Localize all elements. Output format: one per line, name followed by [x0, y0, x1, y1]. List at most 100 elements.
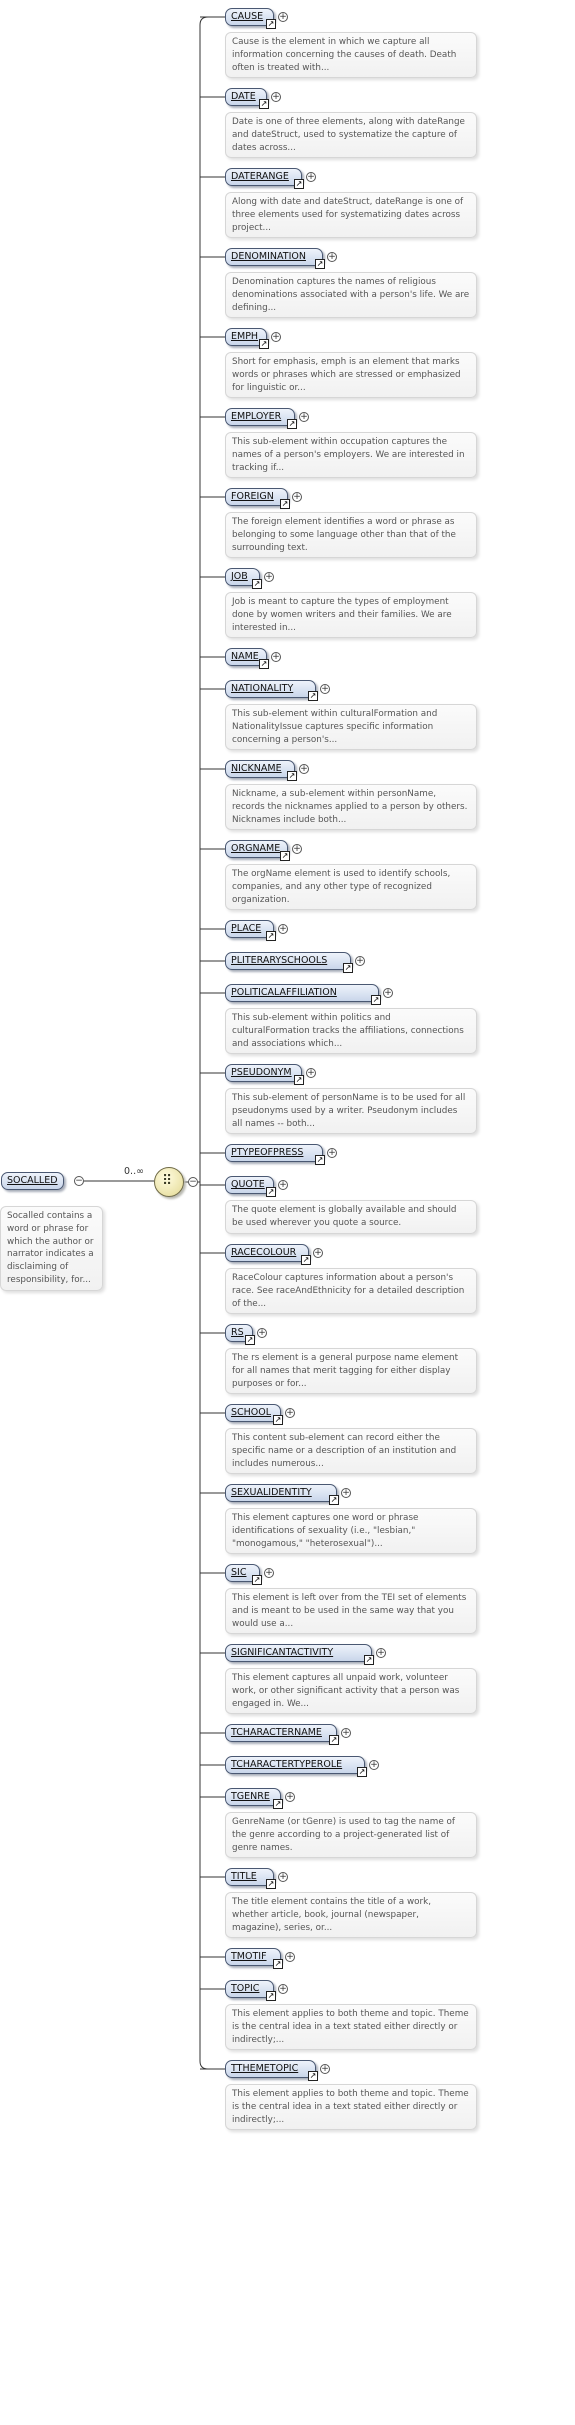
expand-toggle-icon[interactable]: + [299, 764, 309, 774]
expand-toggle-icon[interactable]: + [271, 652, 281, 662]
element-node-tcharactername[interactable]: TCHARACTERNAME↗ [225, 1724, 339, 1745]
expand-toggle-icon[interactable]: + [341, 1488, 351, 1498]
element-node-pliteraryschools[interactable]: PLITERARYSCHOOLS↗ [225, 952, 353, 973]
element-label: SCHOOL [231, 1407, 272, 1418]
element-label: PLACE [231, 923, 262, 934]
element-description: This element applies to both theme and t… [225, 2004, 477, 2051]
element-node-date[interactable]: DATE↗ [225, 88, 269, 109]
element-description: This content sub-element can record eith… [225, 1428, 477, 1475]
element-node-nationality[interactable]: NATIONALITY↗ [225, 680, 318, 701]
element-description: This sub-element within culturalFormatio… [225, 704, 477, 751]
expand-toggle-icon[interactable]: + [320, 684, 330, 694]
element-node-rs[interactable]: RS↗ [225, 1324, 255, 1345]
element-node-racecolour[interactable]: RACECOLOUR↗ [225, 1244, 311, 1265]
expand-toggle-icon[interactable]: + [271, 92, 281, 102]
expand-toggle-icon[interactable]: + [278, 924, 288, 934]
reference-arrow-icon: ↗ [259, 339, 269, 349]
element-node-tgenre[interactable]: TGENRE↗ [225, 1788, 283, 1809]
element-node-tmotif[interactable]: TMOTIF↗ [225, 1948, 283, 1969]
expand-toggle-icon[interactable]: + [355, 956, 365, 966]
element-node-politicalaffiliation[interactable]: POLITICALAFFILIATION↗ [225, 984, 381, 1005]
element-description: Along with date and dateStruct, dateRang… [225, 192, 477, 239]
element-description: This element captures one word or phrase… [225, 1508, 477, 1555]
reference-arrow-icon: ↗ [294, 1075, 304, 1085]
element-description: Cause is the element in which we capture… [225, 32, 477, 79]
expand-toggle-icon[interactable]: + [264, 1568, 274, 1578]
element-node-pseudonym[interactable]: PSEUDONYM↗ [225, 1064, 304, 1085]
element-node-title[interactable]: TITLE ↗ [225, 1868, 276, 1889]
expand-toggle-icon[interactable]: + [306, 172, 316, 182]
expand-toggle-icon[interactable]: + [285, 1792, 295, 1802]
expand-toggle-icon[interactable]: + [320, 2064, 330, 2074]
expand-toggle-icon[interactable]: + [306, 1068, 316, 1078]
reference-arrow-icon: ↗ [266, 1187, 276, 1197]
expand-toggle-icon[interactable]: + [264, 572, 274, 582]
element-description: Job is meant to capture the types of emp… [225, 592, 477, 639]
expand-toggle-icon[interactable]: + [383, 988, 393, 998]
element-node-topic[interactable]: TOPIC↗ [225, 1980, 276, 2001]
expand-toggle-icon[interactable]: + [278, 1984, 288, 1994]
reference-arrow-icon: ↗ [280, 851, 290, 861]
element-label: TITLE [231, 1871, 257, 1882]
expand-toggle-icon[interactable]: + [341, 1728, 351, 1738]
compositor-toggle-icon[interactable]: − [188, 1177, 198, 1187]
element-node-ptypeofpress[interactable]: PTYPEOFPRESS↗ [225, 1144, 325, 1165]
expand-toggle-icon[interactable]: + [327, 1148, 337, 1158]
expand-toggle-icon[interactable]: + [327, 252, 337, 262]
expand-toggle-icon[interactable]: + [257, 1328, 267, 1338]
reference-arrow-icon: ↗ [266, 931, 276, 941]
expand-toggle-icon[interactable]: + [278, 1180, 288, 1190]
element-node-foreign[interactable]: FOREIGN↗ [225, 488, 290, 509]
reference-arrow-icon: ↗ [259, 99, 269, 109]
expand-toggle-icon[interactable]: + [271, 332, 281, 342]
element-node-tcharactertyperole[interactable]: TCHARACTERTYPEROLE↗ [225, 1756, 367, 1777]
reference-arrow-icon: ↗ [287, 419, 297, 429]
expand-toggle-icon[interactable]: + [369, 1760, 379, 1770]
element-label: JOB [231, 571, 248, 582]
element-node-denomination[interactable]: DENOMINATION↗ [225, 248, 325, 269]
reference-arrow-icon: ↗ [252, 1575, 262, 1585]
element-node-employer[interactable]: EMPLOYER↗ [225, 408, 297, 429]
expand-toggle-icon[interactable]: + [285, 1952, 295, 1962]
reference-arrow-icon: ↗ [266, 1879, 276, 1889]
expand-toggle-icon[interactable]: + [292, 844, 302, 854]
element-node-emph[interactable]: EMPH↗ [225, 328, 269, 349]
element-node-place[interactable]: PLACE ↗ [225, 920, 276, 941]
element-node-orgname[interactable]: ORGNAME↗ [225, 840, 290, 861]
expand-toggle-icon[interactable]: + [292, 492, 302, 502]
element-node-name[interactable]: NAME↗ [225, 648, 269, 669]
element-node-daterange[interactable]: DATERANGE↗ [225, 168, 304, 189]
expand-toggle-icon[interactable]: + [285, 1408, 295, 1418]
collapse-toggle-icon[interactable]: − [74, 1176, 84, 1186]
element-node-school[interactable]: SCHOOL↗ [225, 1404, 283, 1425]
reference-arrow-icon: ↗ [266, 1991, 276, 2001]
element-label: DATE [231, 91, 256, 102]
element-description: GenreName (or tGenre) is used to tag the… [225, 1812, 477, 1859]
element-label: NICKNAME [231, 763, 282, 774]
reference-arrow-icon: ↗ [259, 659, 269, 669]
expand-toggle-icon[interactable]: + [299, 412, 309, 422]
element-description: RaceColour captures information about a … [225, 1268, 477, 1315]
root-element-node[interactable]: SOCALLED [1, 1172, 64, 1190]
expand-toggle-icon[interactable]: + [278, 12, 288, 22]
reference-arrow-icon: ↗ [294, 179, 304, 189]
element-node-sic[interactable]: SIC↗ [225, 1564, 262, 1585]
element-label: CAUSE [231, 11, 264, 22]
element-description: The quote element is globally available … [225, 1200, 477, 1234]
expand-toggle-icon[interactable]: + [313, 1248, 323, 1258]
element-node-quote[interactable]: QUOTE↗ [225, 1176, 276, 1197]
element-node-sexualidentity[interactable]: SEXUALIDENTITY↗ [225, 1484, 339, 1505]
reference-arrow-icon: ↗ [301, 1255, 311, 1265]
expand-toggle-icon[interactable]: + [278, 1872, 288, 1882]
reference-arrow-icon: ↗ [308, 2071, 318, 2081]
expand-toggle-icon[interactable]: + [376, 1648, 386, 1658]
element-label: QUOTE [231, 1179, 265, 1190]
element-node-tthemetopic[interactable]: TTHEMETOPIC↗ [225, 2060, 318, 2081]
reference-arrow-icon: ↗ [273, 1799, 283, 1809]
element-node-significantactivity[interactable]: SIGNIFICANTACTIVITY↗ [225, 1644, 374, 1665]
element-node-nickname[interactable]: NICKNAME↗ [225, 760, 297, 781]
element-node-cause[interactable]: CAUSE↗ [225, 8, 276, 29]
sequence-compositor-icon[interactable]: ⠿ [154, 1167, 184, 1197]
element-node-job[interactable]: JOB↗ [225, 568, 262, 589]
